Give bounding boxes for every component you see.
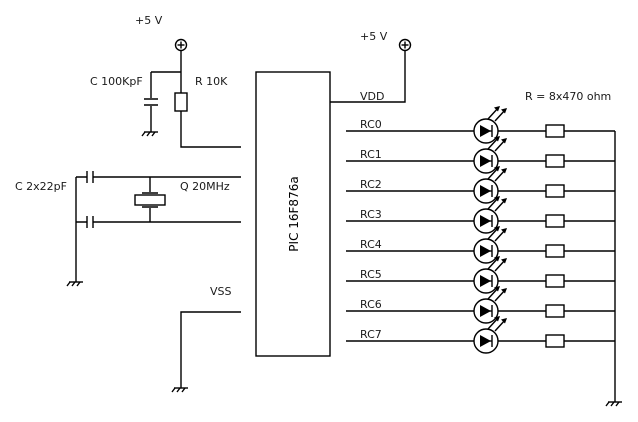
vdd-wire bbox=[330, 51, 406, 103]
pin-label: RC4 bbox=[360, 238, 382, 251]
pic-chip-body bbox=[255, 71, 331, 357]
led-resistor bbox=[545, 334, 565, 348]
arrow-head bbox=[494, 286, 500, 292]
led-row-rc6: RC6 bbox=[346, 286, 615, 324]
led-row-rc7: RC7 bbox=[346, 316, 615, 354]
pin-label: RC1 bbox=[360, 148, 382, 161]
pin-label: RC5 bbox=[360, 268, 382, 281]
arrow-head bbox=[494, 136, 500, 142]
led-resistors-label: R = 8x470 ohm bbox=[525, 90, 611, 103]
arrow-head bbox=[494, 166, 500, 172]
arrow-head bbox=[501, 168, 507, 174]
led-resistor bbox=[545, 214, 565, 228]
ground-icon bbox=[605, 401, 623, 407]
led-resistor bbox=[545, 274, 565, 288]
led-resistor bbox=[545, 184, 565, 198]
crystal-leads bbox=[142, 177, 158, 222]
led-row-rc1: RC1 bbox=[346, 136, 615, 174]
arrow-head bbox=[494, 196, 500, 202]
pin-label: RC2 bbox=[360, 178, 382, 191]
supply-right-label: +5 V bbox=[360, 30, 388, 43]
arrow-head bbox=[501, 288, 507, 294]
led-row-rc3: RC3 bbox=[346, 196, 615, 234]
arrow-head bbox=[494, 106, 500, 112]
pin-label: RC6 bbox=[360, 298, 382, 311]
reset-capacitor bbox=[144, 72, 158, 132]
arrow-head bbox=[501, 318, 507, 324]
oscillator-wires bbox=[75, 171, 241, 282]
arrow-head bbox=[494, 226, 500, 232]
led-resistor bbox=[545, 154, 565, 168]
pin-label: RC0 bbox=[360, 118, 382, 131]
reset-resistor bbox=[174, 92, 188, 112]
led-resistor bbox=[545, 244, 565, 258]
supply-left-label: +5 V bbox=[135, 14, 163, 27]
led-resistor bbox=[545, 124, 565, 138]
arrow-head bbox=[501, 228, 507, 234]
supply-left-terminal-icon bbox=[174, 38, 188, 52]
reset-capacitor-label: C 100KpF bbox=[90, 75, 143, 88]
vss-label: VSS bbox=[210, 285, 232, 298]
chip-label: PIC 16F876a bbox=[287, 176, 301, 251]
oscillator-capacitors-label: C 2x22pF bbox=[15, 180, 67, 193]
pin-label: RC7 bbox=[360, 328, 382, 341]
led-row-rc4: RC4 bbox=[346, 226, 615, 264]
crystal-label: Q 20MHz bbox=[180, 180, 230, 193]
led-row-rc0: RC0 bbox=[346, 106, 615, 144]
led-resistor bbox=[545, 304, 565, 318]
led-row-rc5: RC5 bbox=[346, 256, 615, 294]
crystal bbox=[134, 194, 166, 206]
ground-icon bbox=[141, 131, 159, 137]
reset-resistor-label: R 10K bbox=[195, 75, 228, 88]
led-row-rc2: RC2 bbox=[346, 166, 615, 204]
vdd-label: VDD bbox=[360, 90, 384, 103]
arrow-head bbox=[501, 138, 507, 144]
arrow-head bbox=[494, 316, 500, 322]
supply-right-terminal-icon bbox=[398, 38, 412, 52]
arrow-head bbox=[501, 258, 507, 264]
arrow-head bbox=[494, 256, 500, 262]
pin-label: RC3 bbox=[360, 208, 382, 221]
reset-wires bbox=[151, 51, 241, 148]
arrow-head bbox=[501, 198, 507, 204]
ground-icon bbox=[66, 281, 84, 287]
arrow-head bbox=[501, 108, 507, 114]
ground-icon bbox=[171, 387, 189, 393]
vss-wire bbox=[180, 311, 241, 388]
